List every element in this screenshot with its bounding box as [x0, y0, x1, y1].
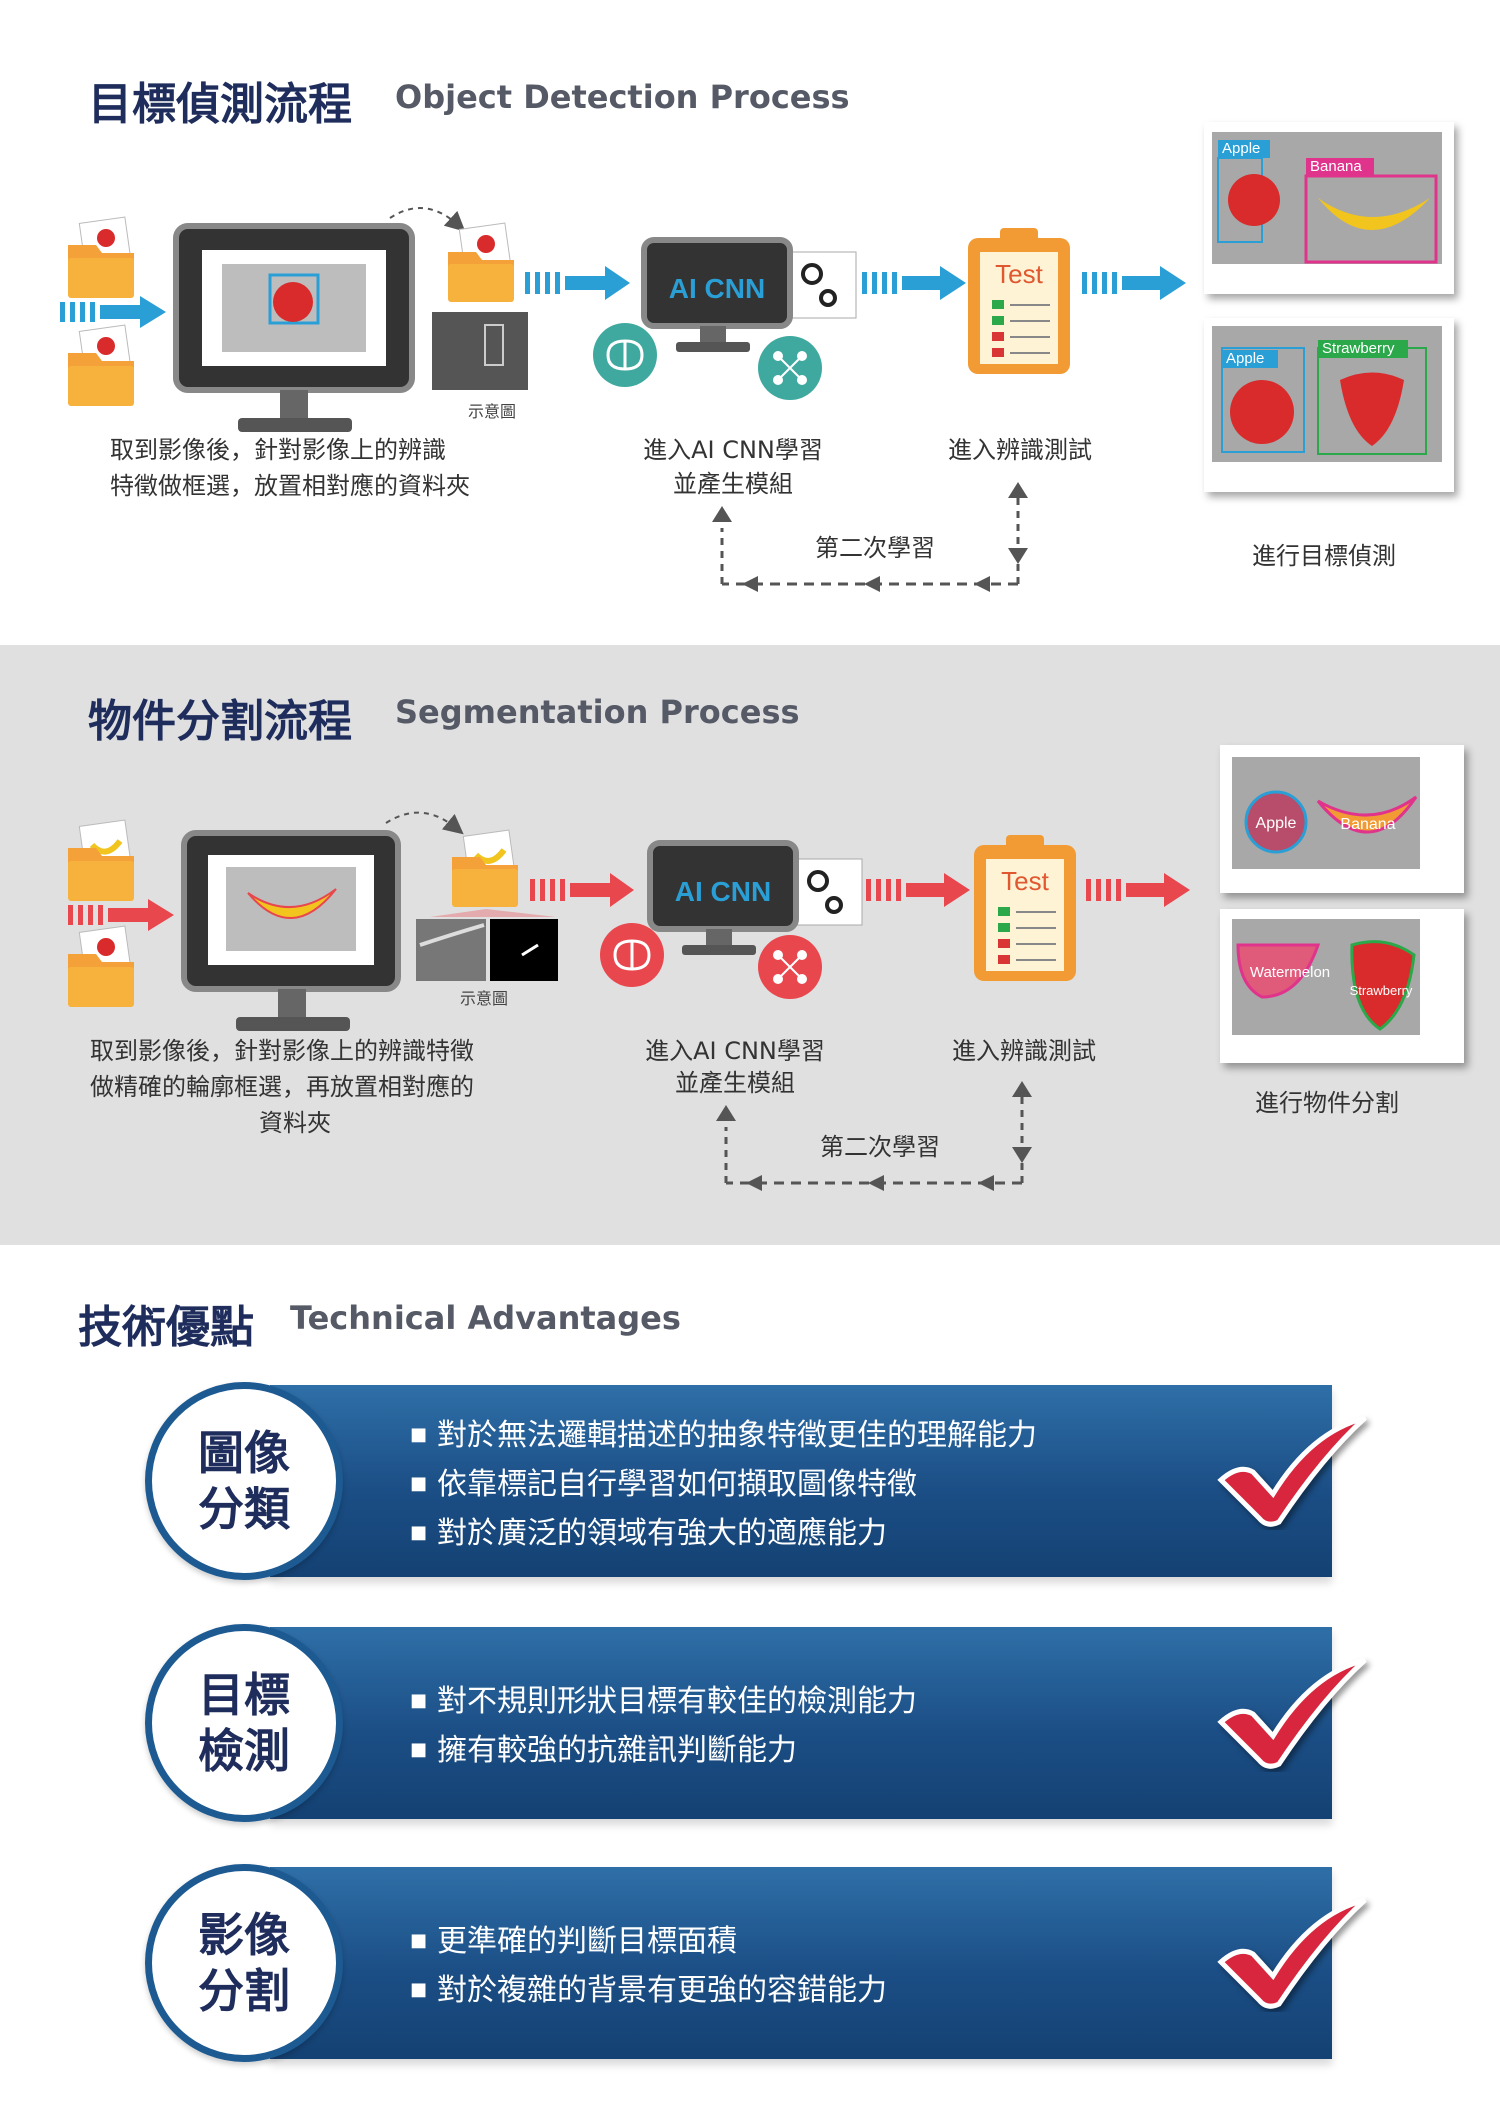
- segment-label: Apple: [1256, 815, 1297, 832]
- monitor-icon: [181, 830, 401, 1031]
- folder-icon: [68, 819, 134, 901]
- advantages-subtitle: Technical Advantages: [290, 1299, 681, 1337]
- test-label: Test: [1001, 866, 1049, 896]
- flow-arrow: [1086, 873, 1190, 907]
- list-item: 對於廣泛的領域有強大的適應能力: [410, 1509, 1037, 1558]
- advantage-points-segmentation: 更準確的判斷目標面積 對於複雜的背景有更強的容錯能力: [410, 1917, 887, 2015]
- list-item: 對於無法邏輯描述的抽象特徵更佳的理解能力: [410, 1411, 1037, 1460]
- advantages-title: 技術優點: [78, 1302, 254, 1353]
- step2-line2: 並產生模組: [673, 470, 793, 498]
- feedback-loop: [712, 482, 1028, 592]
- segmentation-subtitle: Segmentation Process: [395, 693, 800, 731]
- sample-image: [416, 919, 558, 981]
- dashed-curve: [385, 811, 464, 835]
- result-photo: [1204, 318, 1454, 492]
- feedback-loop: [716, 1081, 1032, 1191]
- step1-line1: 取到影像後，針對影像上的辨識: [110, 436, 446, 464]
- segmentation-diagram: AI CNN Test Apple Banana Watermelon Stra…: [68, 745, 1464, 1191]
- clipboard-icon: [968, 228, 1070, 374]
- flow-arrow: [866, 873, 970, 907]
- result-photo: [1220, 909, 1464, 1063]
- result-label: 進行目標偵測: [1252, 542, 1396, 570]
- detection-subtitle: Object Detection Process: [395, 78, 850, 116]
- monitor-icon: [173, 223, 415, 432]
- segment-label: Watermelon: [1250, 964, 1330, 981]
- clipboard-icon: [974, 835, 1076, 981]
- list-item: 對不規則形狀目標有較佳的檢測能力: [410, 1677, 917, 1726]
- flow-arrow: [525, 266, 630, 300]
- projection-beam: [430, 909, 556, 917]
- advantage-points-classification: 對於無法邏輯描述的抽象特徵更佳的理解能力 依靠標記自行學習如何擷取圖像特徵 對於…: [410, 1411, 1037, 1558]
- network-icon: [773, 351, 807, 385]
- segmentation-section: 物件分割流程 Segmentation Process: [0, 645, 1500, 1245]
- detection-section: 目標偵測流程 Object Detection Process: [0, 0, 1500, 645]
- advantage-title-segmentation: 影像 分割: [145, 1864, 343, 2062]
- result-label: 進行物件分割: [1255, 1089, 1399, 1117]
- brain-icon: [606, 339, 644, 371]
- step1-line2: 特徵做框選，放置相對應的資料夾: [110, 472, 470, 500]
- list-item: 擁有較強的抗雜訊判斷能力: [410, 1726, 917, 1775]
- folder-icon: [452, 829, 518, 907]
- advantage-title-detection: 目標 檢測: [145, 1624, 343, 1822]
- box-label: Apple: [1222, 140, 1260, 157]
- checkmark-icon: [1217, 1897, 1367, 2009]
- flow-arrow: [68, 899, 174, 931]
- result-photo: [1204, 122, 1454, 294]
- loop-label: 第二次學習: [815, 534, 935, 562]
- folder-icon: [68, 216, 134, 298]
- list-item: 依靠標記自行學習如何擷取圖像特徵: [410, 1460, 1037, 1509]
- step1-line3: 資料夾: [259, 1109, 331, 1137]
- step1-line1: 取到影像後，針對影像上的辨識特徵: [90, 1037, 474, 1065]
- folder-icon: [448, 222, 514, 302]
- checkmark-icon: [1217, 1415, 1367, 1527]
- cnn-label: AI CNN: [669, 273, 765, 304]
- segment-label: Strawberry: [1350, 983, 1413, 998]
- step3-label: 進入辨識測試: [952, 1037, 1096, 1065]
- sample-image: [432, 312, 528, 390]
- segment-label: Banana: [1340, 816, 1395, 833]
- list-item: 對於複雜的背景有更強的容錯能力: [410, 1966, 887, 2015]
- brain-icon: [613, 939, 651, 971]
- box-label: Strawberry: [1322, 340, 1395, 357]
- dashed-curve: [389, 207, 466, 232]
- box-label: Apple: [1226, 350, 1264, 367]
- test-label: Test: [995, 259, 1043, 289]
- advantage-title-classification: 圖像 分類: [145, 1382, 343, 1580]
- checkmark-icon: [1217, 1657, 1367, 1769]
- step2-line1: 進入AI CNN學習: [645, 1037, 825, 1065]
- folder-icon: [68, 925, 134, 1007]
- folder-icon: [68, 324, 134, 406]
- flow-arrow: [530, 873, 634, 907]
- step2-line1: 進入AI CNN學習: [643, 436, 823, 464]
- segmentation-title: 物件分割流程: [88, 696, 352, 747]
- step3-label: 進入辨識測試: [948, 436, 1092, 464]
- sample-label: 示意圖: [468, 402, 517, 421]
- cnn-label: AI CNN: [675, 876, 771, 907]
- sample-label: 示意圖: [460, 989, 509, 1008]
- result-photo: [1220, 745, 1464, 893]
- detection-diagram: AI CNN Test Apple Banana Apple Strawberr…: [60, 122, 1454, 592]
- box-label: Banana: [1310, 158, 1362, 175]
- detection-title: 目標偵測流程: [88, 79, 352, 130]
- step1-line2: 做精確的輪廓框選，再放置相對應的: [90, 1073, 474, 1101]
- flow-arrow: [862, 266, 966, 300]
- flow-arrow: [1082, 266, 1186, 300]
- advantage-points-detection: 對不規則形狀目標有較佳的檢測能力 擁有較強的抗雜訊判斷能力: [410, 1677, 917, 1775]
- list-item: 更準確的判斷目標面積: [410, 1917, 887, 1966]
- step2-line2: 並產生模組: [675, 1069, 795, 1097]
- advantages-section: 技術優點 Technical Advantages 圖像 分類 對於無法邏輯描述…: [0, 1245, 1500, 2123]
- loop-label: 第二次學習: [820, 1133, 940, 1161]
- cnn-monitor-icon: [593, 237, 857, 400]
- network-icon: [773, 950, 807, 984]
- flow-arrow: [60, 296, 166, 328]
- cnn-monitor-icon: [600, 840, 863, 999]
